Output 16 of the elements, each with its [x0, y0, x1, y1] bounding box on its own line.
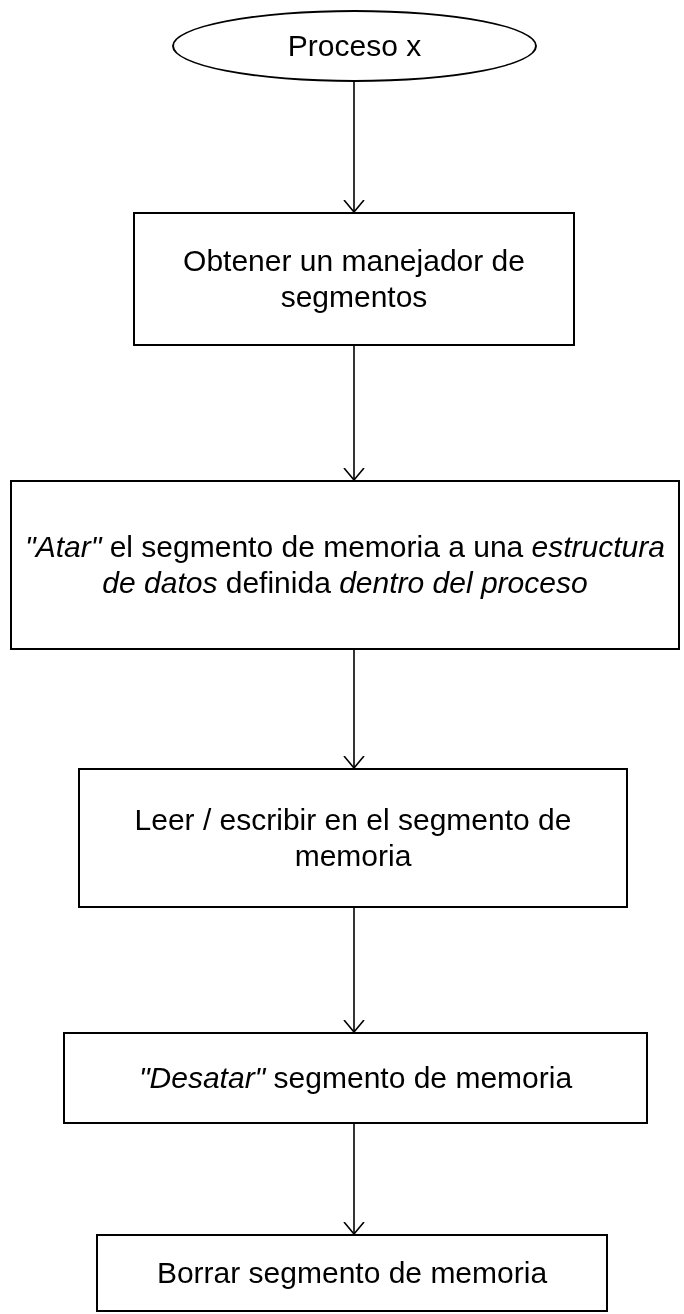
process-box	[10, 480, 680, 650]
node-label: Proceso x	[287, 28, 422, 64]
node-label: Borrar segmento de memoria	[156, 1255, 548, 1291]
process-box	[63, 1032, 648, 1124]
process-box	[78, 768, 628, 908]
node-label: Obtener un manejador de segmentos	[182, 243, 526, 315]
node-label: "Atar" el segmento de memoria a una estructura de datos definida dentro del proceso	[24, 529, 666, 601]
arrow	[343, 1123, 365, 1235]
arrow	[343, 649, 365, 769]
arrow	[343, 81, 365, 213]
process-box	[96, 1234, 608, 1312]
arrow	[343, 907, 365, 1033]
node-label: "Desatar" segmento de memoria	[138, 1060, 573, 1096]
node-label: Leer / escribir en el segmento de memoria	[133, 802, 573, 874]
process-box	[133, 212, 575, 346]
arrow	[343, 345, 365, 481]
